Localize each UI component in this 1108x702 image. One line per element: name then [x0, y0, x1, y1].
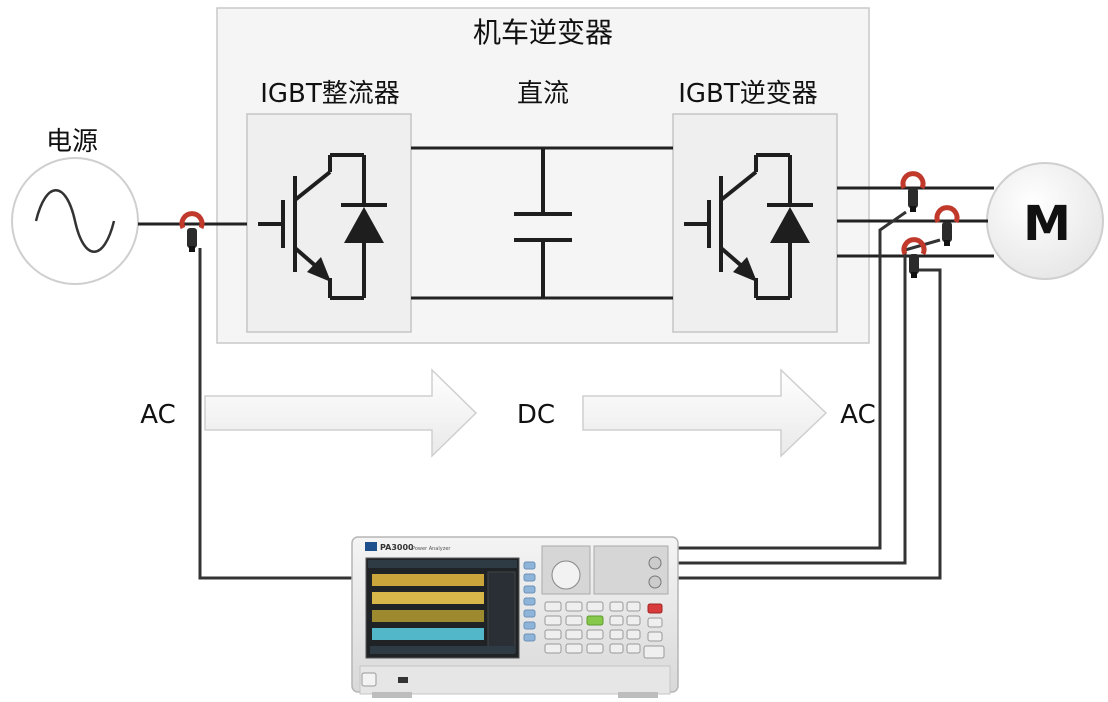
rectifier-emitter-arrow: [307, 257, 331, 282]
inverter-diode-triangle: [770, 207, 810, 243]
diagram-title: 机车逆变器: [473, 16, 613, 49]
flow-arrow-ac-to-dc: [204, 368, 478, 458]
flow-label-input-ac: AC: [140, 400, 175, 430]
flow-arrow-dc-to-ac: [582, 368, 828, 458]
dc-capacitor-symbol: [514, 148, 572, 298]
analyzer-model: PA3000: [380, 543, 414, 552]
current-clamp-phase-u: [903, 174, 923, 212]
flow-label-dc: DC: [517, 400, 555, 430]
analyzer-subtitle: Power Analyzer: [412, 546, 451, 552]
flow-label-output-ac: AC: [840, 400, 875, 430]
rectifier-diode-triangle: [344, 207, 384, 243]
rectifier-label: IGBT整流器: [260, 79, 400, 109]
inverter-label: IGBT逆变器: [678, 79, 818, 109]
inverter-emitter-arrow: [733, 257, 757, 282]
rectifier-igbt-symbol: [258, 153, 387, 300]
sine-wave-icon: [34, 189, 116, 253]
motor-label: M: [1023, 196, 1071, 252]
power-analyzer: PA3000 Power Analyzer: [351, 536, 679, 698]
source-label: 电源: [46, 127, 98, 157]
current-clamp-phase-w: [904, 240, 924, 278]
rotary-knob: [551, 560, 581, 590]
current-clamp-input: [182, 214, 202, 252]
dc-link-label: 直流: [517, 79, 569, 109]
